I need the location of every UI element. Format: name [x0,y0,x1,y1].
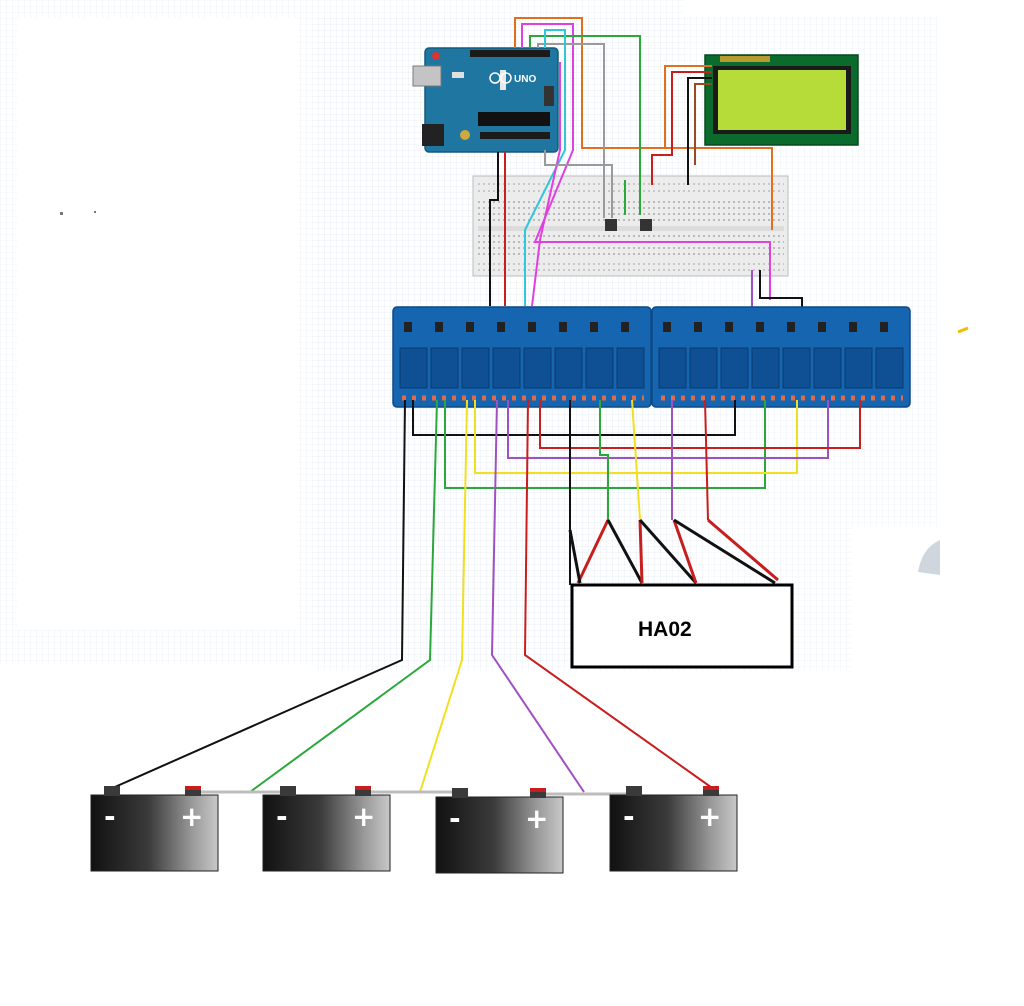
wire-black-battery [107,399,406,791]
reset-button [432,52,440,60]
wire-yellow-battery [419,399,468,793]
wire-yellow-load [631,399,641,521]
wire-green-top [529,35,641,215]
relay-output-wiring [107,399,861,793]
load-label: HA02 [638,618,692,641]
wire-black-top [489,152,499,306]
wire-green-battery [249,399,438,793]
battery-4: - + [609,786,738,872]
wire-pink-top [531,62,561,307]
wire-brown-lcd [694,83,712,165]
wire-black-bb-right [759,270,803,312]
wire-red-load [704,399,709,521]
dot-mark-small [94,211,96,213]
wire-red-battery [523,399,716,791]
battery-2-pos: + [352,800,375,833]
usb-port-icon [412,65,442,87]
wire-gray-top [537,43,605,218]
arduino-logo-text: UNO [514,74,536,85]
wire-green-bus [444,400,766,489]
battery-1-neg: - [104,800,116,833]
battery-3-neg: - [449,802,461,835]
battery-1: - + [90,786,219,872]
battery-1-pos: + [180,800,203,833]
wire-purple-bus [507,400,829,459]
wire-black-lcd [687,77,712,185]
relay-board-right [651,306,911,408]
battery-bank: - + - + - + - + [90,786,738,874]
wire-black-bus [412,400,736,436]
battery-3: - + [435,788,564,874]
battery-3-pos: + [525,802,548,835]
pushbutton-icon [605,219,617,231]
wire-green-load [599,400,609,520]
battery-2: - + [262,786,391,872]
power-jack-icon [422,124,444,146]
lcd-screen [718,70,846,130]
wire-orange-lcd [664,65,712,148]
arduino-logo-icon [489,72,512,84]
wire-purple-battery [490,399,585,793]
arduino-board: UNO [412,47,559,153]
battery-4-neg: - [623,800,635,833]
wire-cyan-top [524,29,566,306]
breadboard [472,175,789,277]
yellow-tick-mark [957,326,969,334]
wire-magenta-top [521,23,771,300]
grid-white-block [18,18,298,630]
wire-red-lcd [651,71,712,185]
lcd-display [704,54,859,146]
dot-mark [60,212,63,215]
load-box [570,583,794,669]
top-wiring [489,17,803,312]
battery-4-pos: + [698,800,721,833]
wire-orange-top [514,17,773,230]
wire-gray-mid [544,150,613,218]
battery-2-neg: - [276,800,288,833]
pushbutton-icon [640,219,652,231]
gray-blob [918,540,940,575]
wire-red-bus [539,400,861,449]
relay-board-left [392,306,652,408]
load-fanout [568,518,779,585]
